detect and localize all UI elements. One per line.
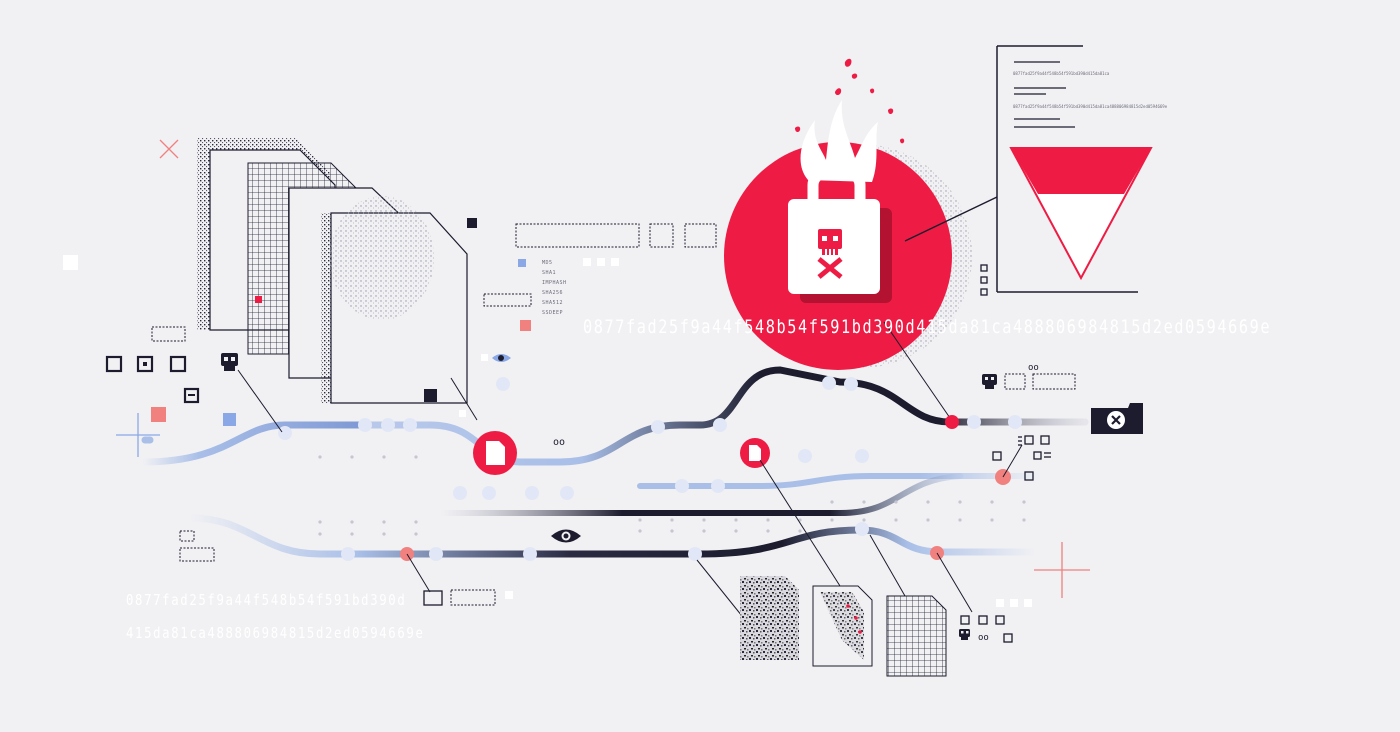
hash-type-item: SHA256 [542, 290, 564, 296]
file-icon [740, 438, 770, 468]
svg-text:oo: oo [1028, 363, 1039, 373]
document-texture [330, 196, 434, 320]
decor-square-salmon [520, 320, 531, 331]
document-grid [886, 595, 947, 677]
stream-bottom [186, 514, 1039, 558]
document-noise [740, 576, 799, 660]
skull-icon [221, 353, 238, 371]
file-icon [473, 431, 517, 475]
hash-type-item: SSDEEP [542, 310, 564, 316]
hash-type-item: IMPHASH [542, 280, 567, 286]
hex-string-left-1: 0877fad25f9a44f548b54f591bd390d [126, 591, 407, 609]
hash-type-item: MD5 [542, 260, 553, 266]
flame-icon [800, 100, 878, 182]
stream-nodes [278, 376, 1022, 561]
small-boxes [960, 264, 1050, 643]
stream-left-blue [139, 421, 369, 466]
report-hash-line: 0877fad25f9a44f548b54f591bd390d415da81ca… [1013, 104, 1168, 109]
hex-string-middle: 0877fad25f9a44f548b54f591bd390d415da81ca… [583, 316, 1272, 338]
white-squares [63, 255, 1032, 607]
bottom-documents [696, 459, 947, 677]
skull-icon [982, 374, 997, 389]
skull-icon [959, 629, 970, 640]
eye-icon [492, 354, 511, 362]
decor-box [423, 590, 443, 606]
left-icon-boxes [105, 355, 200, 404]
grid-red-cell [255, 296, 262, 303]
close-circle-icon [1091, 403, 1143, 434]
decor-square [467, 218, 477, 228]
analysis-report [996, 45, 1153, 293]
list-icon [1018, 436, 1051, 460]
eye-icon [551, 529, 581, 543]
burning-padlock [724, 58, 998, 419]
stream-lower-2 [437, 473, 963, 516]
padlock-shackle [807, 164, 866, 208]
dot-grid [318, 455, 1026, 536]
cross-marks [116, 139, 1090, 598]
decor-square-blue [518, 259, 526, 267]
hash-type-list: MD5 SHA1 IMPHASH SHA256 SHA512 SSDEEP [542, 258, 567, 318]
decor-boxes [151, 223, 1076, 606]
warning-triangle-fill [1011, 148, 1151, 194]
node-red [945, 415, 959, 429]
stream-middle-blue [637, 473, 1043, 489]
decor-square-blue [223, 413, 236, 426]
svg-text:oo: oo [553, 437, 565, 448]
data-streams [139, 366, 1089, 558]
decor-square-salmon [151, 407, 166, 422]
report-hash-line: 0877fad25f9a44f548b54f591bd390d415da81ca [1013, 71, 1110, 76]
document-stack [197, 138, 478, 421]
hex-string-left-2: 415da81ca488806984815d2ed0594669e [126, 624, 425, 642]
hash-type-item: SHA512 [542, 300, 564, 306]
svg-text:oo: oo [978, 633, 989, 643]
hash-type-item: SHA1 [542, 270, 557, 276]
document-marker [424, 389, 437, 402]
skull-crossbones-icon [817, 229, 843, 279]
